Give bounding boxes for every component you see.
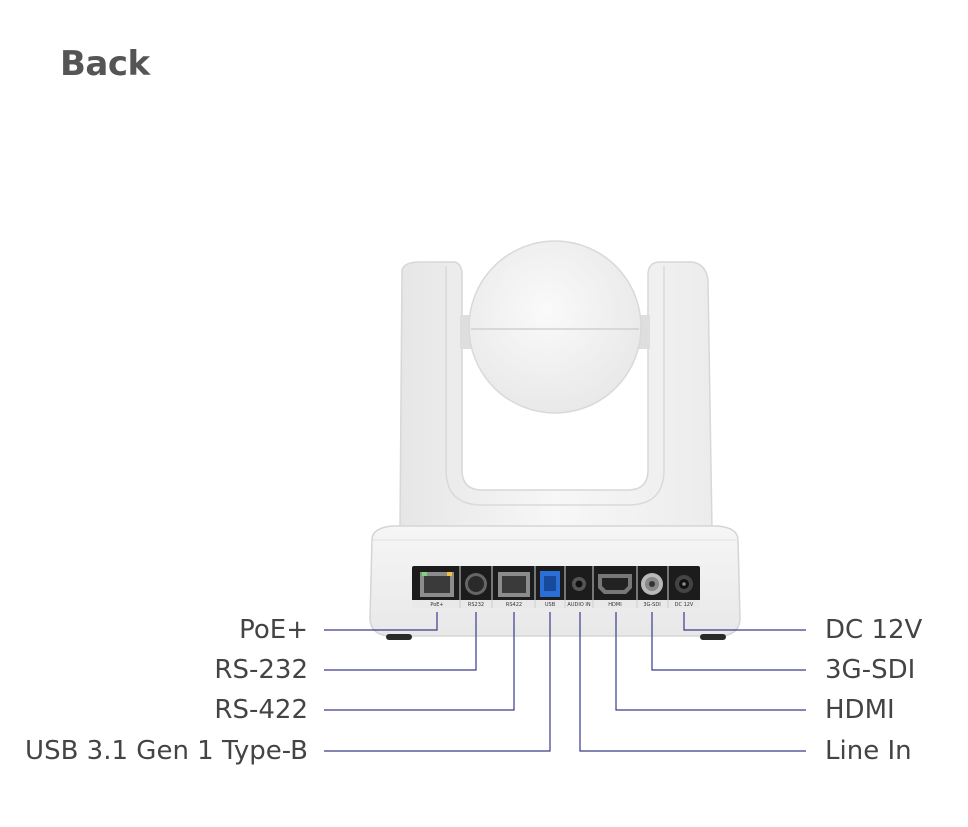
panel-label-poe: PoE+ xyxy=(430,602,443,608)
sdi-port xyxy=(641,573,663,595)
leader-line-usb xyxy=(324,612,551,752)
panel-label-sdi: 3G-SDI xyxy=(643,602,660,608)
rs232-port xyxy=(465,573,487,595)
page-title: Back xyxy=(60,44,150,84)
io-panel: PoE+ RS232 RS422 USB AUDIO IN HDMI 3G-SD… xyxy=(412,566,700,608)
hdmi-port xyxy=(598,574,632,594)
label-rs422: RS-422 xyxy=(214,695,308,725)
dc-port xyxy=(675,575,693,593)
camera-yoke xyxy=(399,261,713,531)
panel-label-usb: USB xyxy=(545,602,556,608)
leader-line-poe xyxy=(324,612,438,631)
leader-line-rs422 xyxy=(324,612,515,711)
leader-line-hdmi xyxy=(615,612,806,711)
leader-line-sdi xyxy=(651,612,806,671)
leader-line-dc xyxy=(683,612,806,631)
poe-port xyxy=(420,572,454,597)
label-poe: PoE+ xyxy=(239,615,308,645)
label-linein: Line In xyxy=(825,736,912,766)
camera-foot-right xyxy=(700,634,726,640)
camera-head xyxy=(468,240,642,414)
leader-line-rs232 xyxy=(324,612,477,671)
leader-line-linein xyxy=(579,612,806,752)
usb-port xyxy=(540,571,560,597)
label-usb: USB 3.1 Gen 1 Type-B xyxy=(25,736,308,766)
panel-label-hdmi: HDMI xyxy=(608,602,621,608)
label-sdi: 3G-SDI xyxy=(825,655,916,685)
panel-label-rs422: RS422 xyxy=(506,602,522,608)
label-rs232: RS-232 xyxy=(214,655,308,685)
leader-lines xyxy=(324,612,806,752)
panel-label-rs232: RS232 xyxy=(468,602,484,608)
rs422-port xyxy=(498,572,530,597)
label-hdmi: HDMI xyxy=(825,695,895,725)
panel-label-audio: AUDIO IN xyxy=(567,602,590,608)
camera-foot-left xyxy=(386,634,412,640)
label-dc: DC 12V xyxy=(825,615,923,645)
panel-label-dc: DC 12V xyxy=(675,602,694,608)
audio-in-port xyxy=(572,577,586,591)
